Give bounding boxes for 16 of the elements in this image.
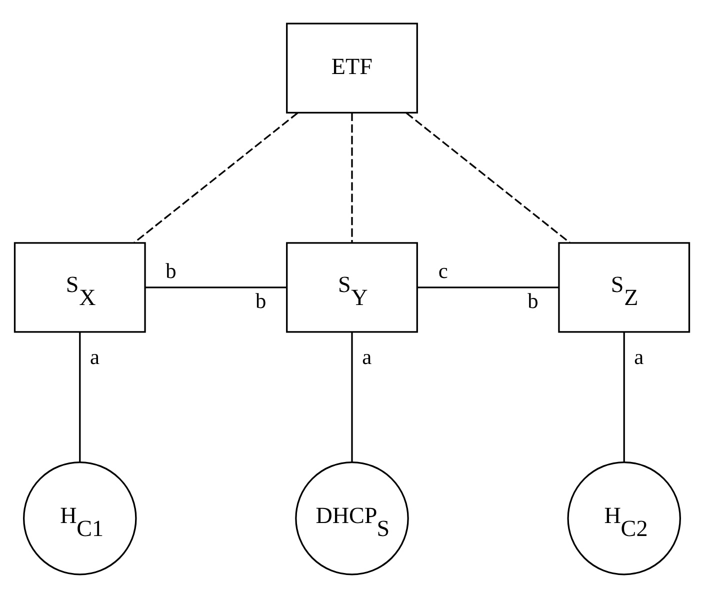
connector	[134, 112, 298, 243]
label: a	[90, 344, 100, 368]
label: a	[634, 344, 644, 368]
connector	[145, 286, 287, 288]
label: b	[166, 258, 176, 283]
label: b	[528, 288, 538, 312]
label: b	[256, 288, 266, 312]
connector	[79, 332, 81, 462]
connector	[351, 332, 353, 462]
label: a	[362, 344, 372, 368]
node-box: ETF	[286, 22, 418, 113]
connector	[406, 112, 570, 243]
label: c	[438, 258, 448, 283]
connector	[623, 332, 625, 462]
connector	[351, 112, 353, 242]
connector	[417, 286, 559, 288]
